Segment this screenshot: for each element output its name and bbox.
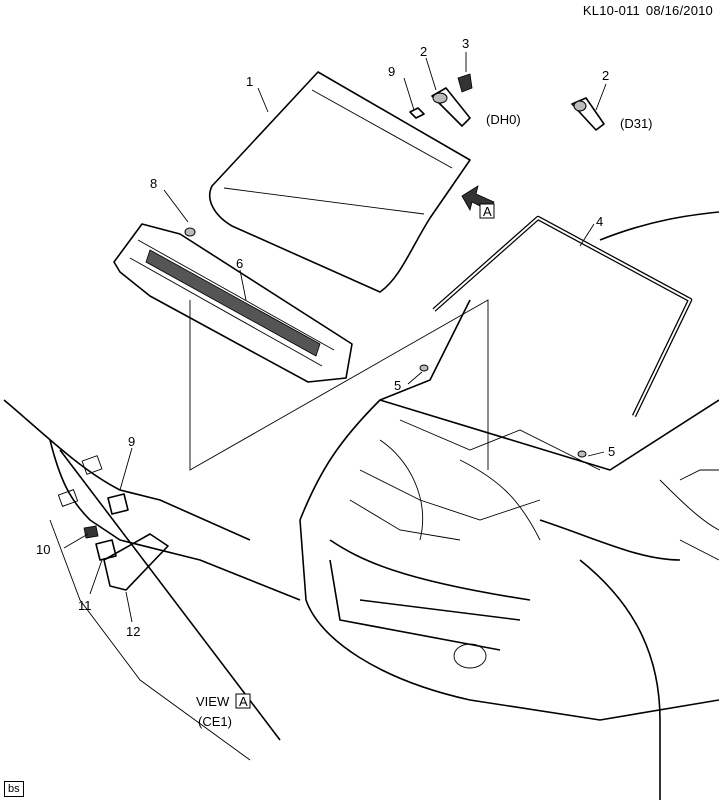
callout-4: 4: [596, 214, 603, 229]
callout-8: 8: [150, 176, 157, 191]
windshield: [208, 71, 471, 293]
cowl-panel: [113, 223, 353, 383]
diagram-date: 08/16/2010: [645, 3, 713, 18]
option-ce1: (CE1): [198, 714, 232, 729]
vehicle: [299, 211, 719, 800]
callout-6: 6: [236, 256, 243, 271]
arrow-ref-label: A: [483, 204, 492, 219]
diagram-header: KL10-011 08/16/2010: [577, 3, 713, 18]
view-a-inset: [3, 399, 301, 761]
windshield-seal: [432, 215, 693, 417]
callout-10: 10: [36, 542, 50, 557]
callout-3: 3: [462, 36, 469, 51]
callout-2-dh0: 2: [420, 44, 427, 59]
option-d31: (D31): [620, 116, 653, 131]
mirror-dh0: [409, 73, 473, 127]
view-label: VIEW A (CE1): [196, 693, 251, 729]
diagram-code: KL10-011: [582, 3, 640, 18]
view-arrow: A: [461, 185, 495, 219]
cowl-leaders: [189, 299, 489, 471]
stamp: bs: [4, 781, 24, 797]
view-label-text: VIEW: [196, 694, 230, 709]
mirror-d31: [571, 97, 605, 131]
callout-11: 11: [78, 598, 92, 613]
callout-5-right: 5: [608, 444, 615, 459]
view-label-ref: A: [239, 694, 248, 709]
callout-9-dh0: 9: [388, 64, 395, 79]
callout-1: 1: [246, 74, 253, 89]
callout-2-d31: 2: [602, 68, 609, 83]
callout-5-left: 5: [394, 378, 401, 393]
callout-9-view: 9: [128, 434, 135, 449]
callout-12: 12: [126, 624, 140, 639]
callout-leaders: [63, 52, 607, 623]
option-dh0: (DH0): [486, 112, 521, 127]
